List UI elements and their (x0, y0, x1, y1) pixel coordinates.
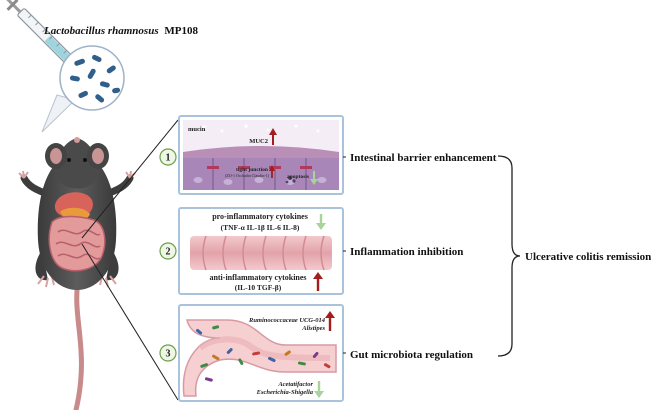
bacteria-bubble (41, 45, 125, 133)
microbiota-up-2: Alistipes (301, 325, 325, 332)
tight-junction-proteins: (ZO-1 Occludin Claudin-1) (225, 173, 270, 178)
arrow-tight-junction-up (269, 165, 275, 178)
microbiota-down-1: Acetatifactor (277, 381, 313, 388)
apoptosis-label: apoptosis (287, 174, 309, 180)
panel-1-title: Intestinal barrier enhancement (350, 152, 497, 164)
panel-connectors (343, 156, 346, 354)
step-1-number: 1 (166, 153, 171, 164)
arrow-anti-inflammatory-up (313, 272, 323, 291)
connector-lines (81, 119, 179, 401)
arrow-microbiota-up (325, 311, 335, 331)
anti-inflammatory-list: (IL-10 TGF-β) (235, 283, 282, 292)
strain-label: Lactobacillus rhamnosus MP108 (43, 25, 198, 37)
muc2-label: MUC2 (249, 138, 268, 145)
pro-inflammatory-title: pro-inflammatory cytokines (212, 212, 308, 221)
step-3-marker: 3 (159, 344, 177, 362)
mucin-label: mucin (188, 126, 206, 133)
outcome-label: Ulcerative colitis remission (525, 251, 651, 263)
step-2-number: 2 (166, 247, 171, 258)
tight-junction-label: tight junction (236, 167, 268, 173)
step-1-marker: 1 (159, 148, 177, 166)
step-3-number: 3 (166, 349, 171, 360)
microbiota-down-2: Escherichia-Shigella (256, 389, 314, 396)
mouse-illustration (18, 137, 136, 410)
anti-inflammatory-title: anti-inflammatory cytokines (209, 273, 306, 282)
pro-inflammatory-list: (TNF-α IL-1β IL-6 IL-8) (221, 223, 300, 232)
panel-3-title: Gut microbiota regulation (350, 349, 473, 361)
step-2-marker: 2 (159, 242, 177, 260)
arrow-microbiota-down (314, 381, 324, 398)
gut-organs (48, 192, 106, 272)
arrow-apoptosis-down (310, 171, 318, 185)
strain-code: MP108 (164, 25, 198, 37)
strain-species: Lactobacillus rhamnosus (43, 25, 159, 37)
epithelium-illustration (183, 120, 339, 190)
outcome-bracket (497, 155, 521, 357)
panel-2-title: Inflammation inhibition (350, 246, 463, 258)
microbiota-up-1: Ruminococcaceae UCG-014 (248, 317, 326, 324)
arrow-pro-inflammatory-down (316, 214, 326, 230)
intestine-lumen-illustration (182, 319, 337, 397)
colon-illustration (190, 235, 332, 271)
arrow-muc2-up (269, 128, 277, 145)
